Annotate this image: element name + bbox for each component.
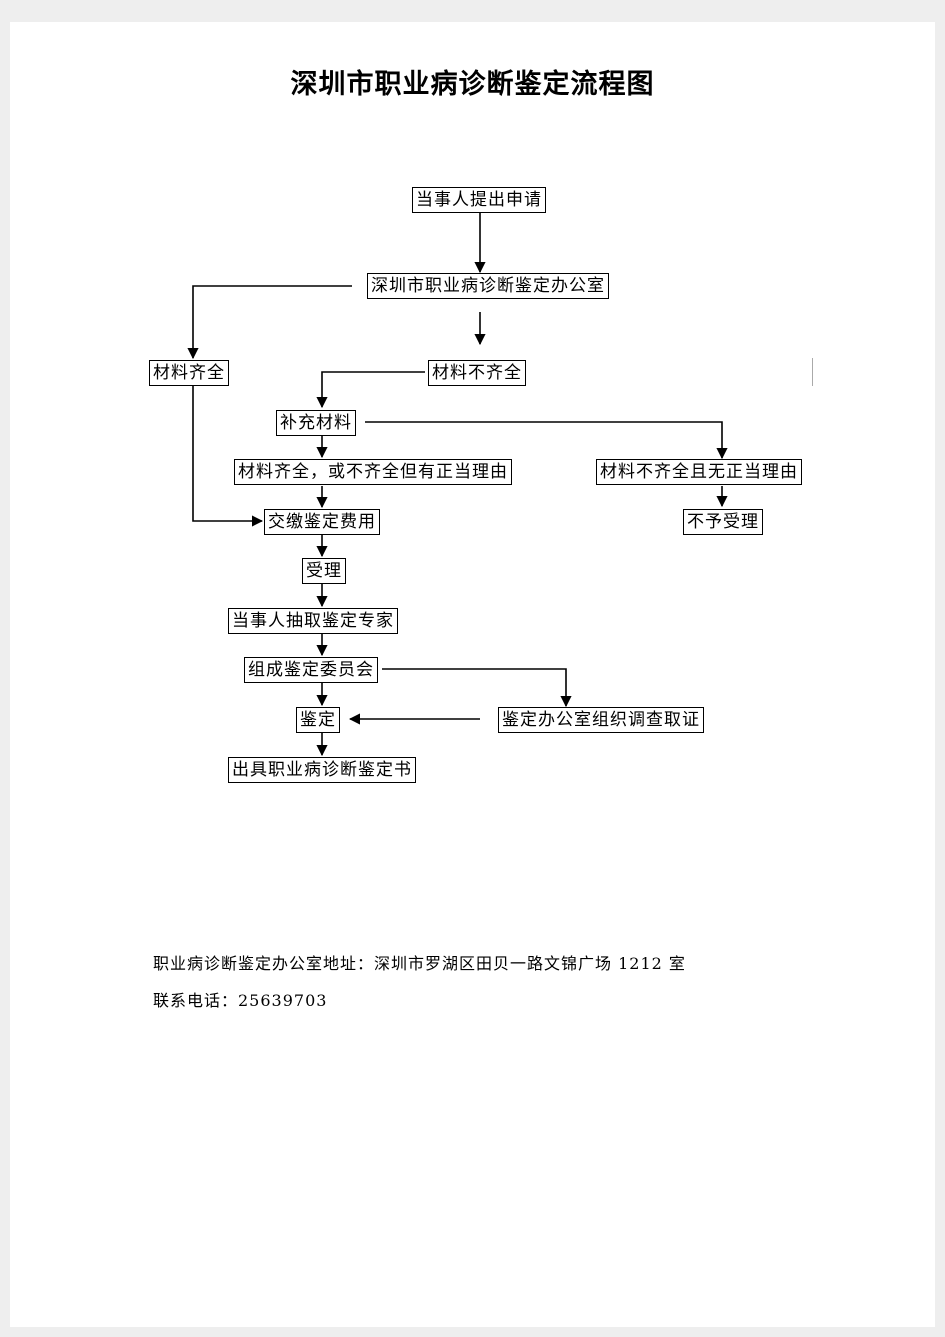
arrow-complete-to-payfee (192, 386, 264, 527)
page-title: 深圳市职业病诊断鉴定流程图 (290, 69, 655, 100)
arrow-incomplete-to-supplement (316, 371, 425, 409)
contact-phone: 联系电话：25639703 (153, 991, 328, 1010)
node-investigate: 鉴定办公室组织调查取证 (498, 707, 704, 733)
node-select-experts: 当事人抽取鉴定专家 (228, 608, 398, 634)
node-pay-fee: 交缴鉴定费用 (264, 509, 380, 535)
node-materials-complete: 材料齐全 (149, 360, 229, 386)
node-supplement: 补充材料 (276, 410, 356, 436)
node-unjustified: 材料不齐全且无正当理由 (596, 459, 802, 485)
node-issue-report: 出具职业病诊断鉴定书 (228, 757, 416, 783)
node-accept: 受理 (302, 558, 346, 584)
node-reject: 不予受理 (683, 509, 763, 535)
arrow-supplement-to-unjustified (365, 421, 728, 460)
node-committee: 组成鉴定委员会 (244, 657, 378, 683)
node-materials-incomplete: 材料不齐全 (428, 360, 526, 386)
node-justified: 材料齐全，或不齐全但有正当理由 (234, 459, 512, 485)
margin-mark (812, 358, 813, 386)
node-office: 深圳市职业病诊断鉴定办公室 (367, 273, 609, 299)
node-appraise: 鉴定 (296, 707, 340, 733)
arrow-office-to-complete (187, 285, 352, 360)
document-page (10, 22, 935, 1327)
arrow-committee-to-investigate (382, 668, 572, 708)
office-address: 职业病诊断鉴定办公室地址：深圳市罗湖区田贝一路文锦广场 1212 室 (153, 954, 686, 973)
node-apply: 当事人提出申请 (412, 187, 546, 213)
